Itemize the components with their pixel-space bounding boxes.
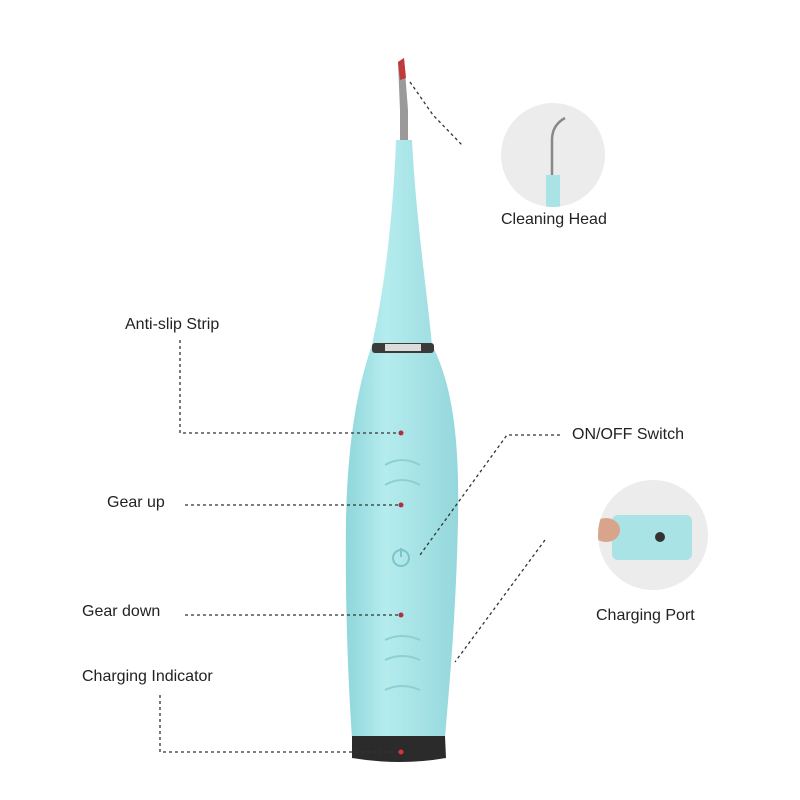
- device-base: [352, 736, 446, 762]
- cleaning-head-detail: [501, 103, 605, 207]
- leader-lines: [159, 81, 560, 753]
- device-body: [345, 140, 459, 738]
- label-charging-port: Charging Port: [596, 607, 695, 624]
- label-on-off-switch: ON/OFF Switch: [572, 426, 685, 443]
- charging-port-detail: [598, 480, 708, 590]
- label-gear-down: Gear down: [82, 603, 161, 620]
- label-charging-indicator: Charging Indicator: [82, 668, 213, 685]
- label-anti-slip-strip: Anti-slip Strip: [125, 316, 220, 333]
- charging-indicator-light: [398, 749, 404, 755]
- cleaning-head-tip: [398, 58, 408, 145]
- label-gear-up: Gear up: [107, 494, 165, 511]
- anti-slip-strip: [384, 459, 421, 691]
- label-cleaning-head: Cleaning Head: [501, 211, 607, 228]
